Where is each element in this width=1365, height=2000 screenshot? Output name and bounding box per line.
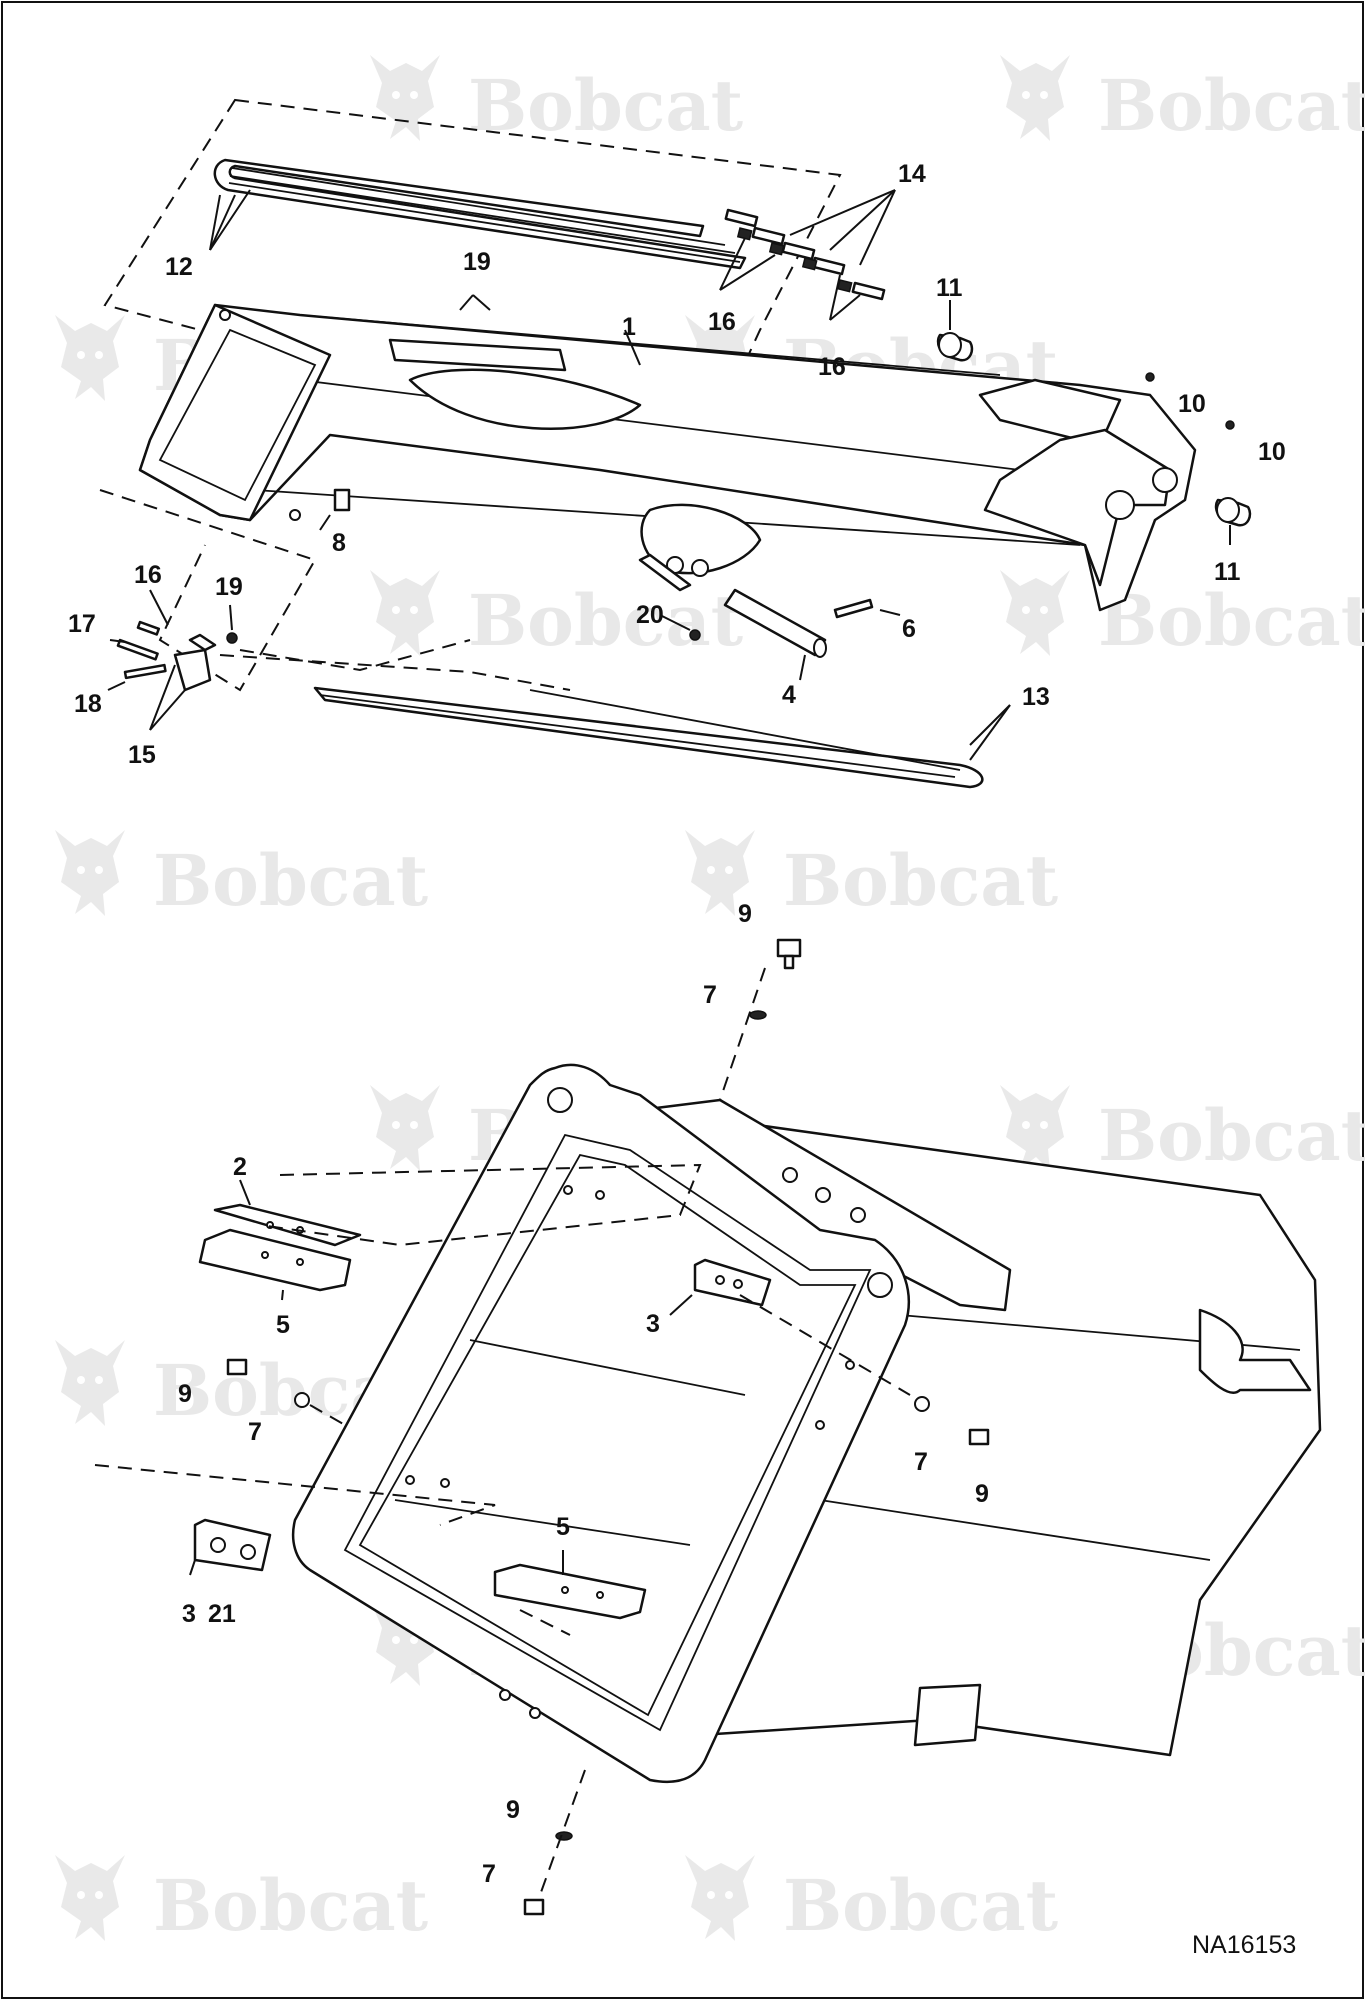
hinge-pin-set xyxy=(689,588,874,658)
assembly-guides xyxy=(94,967,911,1896)
top-assembly xyxy=(99,98,1252,789)
callout-5-upper: 5 xyxy=(276,1311,290,1339)
callout-10-lower: 10 xyxy=(1258,438,1286,466)
callout-7-right: 7 xyxy=(914,1448,928,1476)
callout-9-top: 9 xyxy=(738,900,752,928)
callout-16-right: 16 xyxy=(818,353,846,381)
bottom-assembly xyxy=(94,938,1322,1916)
callout-9-right: 9 xyxy=(975,1480,989,1508)
bracket-link xyxy=(239,639,471,672)
hydraulic-hoses xyxy=(213,158,747,270)
watermark-text: Bobcat xyxy=(1098,64,1365,147)
callout-17: 17 xyxy=(68,610,96,638)
callout-19-top: 19 xyxy=(463,248,491,276)
callout-13: 13 xyxy=(1022,683,1050,711)
callout-3-lower: 3 xyxy=(182,1600,196,1628)
return-hose xyxy=(313,686,984,789)
callout-14: 14 xyxy=(898,160,926,188)
mount-plate xyxy=(291,1063,910,1784)
leader-lines xyxy=(107,189,1231,1576)
callout-4: 4 xyxy=(782,681,796,709)
callout-2: 2 xyxy=(233,1153,247,1181)
callout-6: 6 xyxy=(902,615,916,643)
watermark-text: Bobcat xyxy=(468,579,743,662)
callout-8: 8 xyxy=(332,529,346,557)
callout-15: 15 xyxy=(128,741,156,769)
callout-12: 12 xyxy=(165,253,193,281)
watermark-text: Bobcat xyxy=(783,839,1058,922)
wear-pad-lower xyxy=(193,1518,272,1572)
watermark-text: Bobcat xyxy=(153,1864,428,1947)
callout-16-mid: 16 xyxy=(708,308,736,336)
stop-block-lower xyxy=(493,1563,647,1620)
callout-1: 1 xyxy=(622,313,636,341)
callout-10-upper: 10 xyxy=(1178,390,1206,418)
mounting-bracket xyxy=(116,620,238,692)
callout-16-left: 16 xyxy=(134,561,162,589)
callout-21: 21 xyxy=(208,1600,236,1628)
watermark-text: Bobcat xyxy=(1098,579,1365,662)
watermark-text: Bobcat xyxy=(1098,1094,1365,1177)
wear-pad-center xyxy=(693,1258,772,1307)
watermark-text: Bobcat xyxy=(783,1864,1058,1947)
callout-5-lower: 5 xyxy=(556,1513,570,1541)
callout-11-lower: 11 xyxy=(1214,558,1241,586)
callout-19-bracket: 19 xyxy=(215,573,243,601)
boom-arm xyxy=(138,303,1197,612)
figure-id: NA16153 xyxy=(1192,1931,1296,1959)
hose-fittings xyxy=(724,208,886,301)
callout-20: 20 xyxy=(636,601,664,629)
callout-9-left: 9 xyxy=(178,1380,192,1408)
watermark-text: Bobcat xyxy=(153,839,428,922)
callout-7-left: 7 xyxy=(248,1418,262,1446)
callout-3: 3 xyxy=(646,1310,660,1338)
pivot-bushings xyxy=(936,332,1252,527)
callout-11-upper: 11 xyxy=(936,274,963,302)
watermark-text: Bobcat xyxy=(468,64,743,147)
callouts: 1 2 3 3 21 4 5 5 6 7 7 7 7 8 9 9 9 9 10 … xyxy=(68,160,1286,1888)
callout-9-bottom: 9 xyxy=(506,1796,520,1824)
callout-18: 18 xyxy=(74,690,102,718)
fasteners xyxy=(226,938,990,1916)
callout-7-bottom: 7 xyxy=(482,1860,496,1888)
stop-blocks-upper xyxy=(198,1203,362,1292)
callout-7-top: 7 xyxy=(703,981,717,1009)
